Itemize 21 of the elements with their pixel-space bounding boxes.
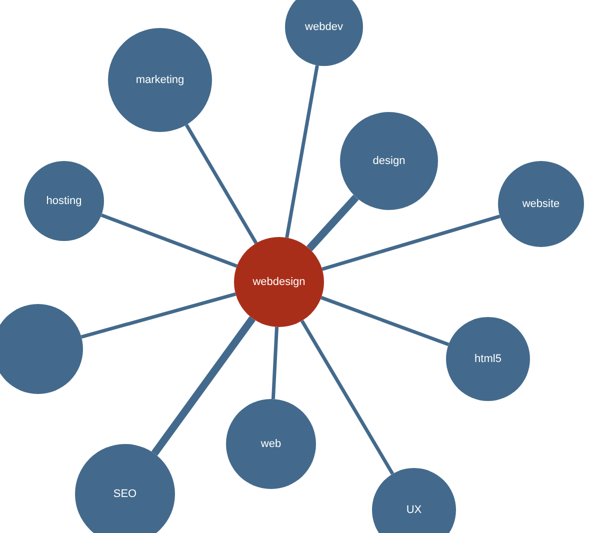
connector-line <box>322 214 500 271</box>
node-label: SEO <box>113 488 137 500</box>
node-label: webdev <box>305 21 343 33</box>
connector-line <box>271 326 279 400</box>
connector-line <box>306 194 359 252</box>
node-label: UX <box>406 504 422 516</box>
connector-line <box>285 65 319 238</box>
connector-line <box>320 296 450 346</box>
node-label: html5 <box>474 353 502 365</box>
node-label: marketing <box>136 74 184 86</box>
node-label: hosting <box>46 195 82 207</box>
connector-line <box>184 124 258 244</box>
connector-line <box>80 292 236 339</box>
node-label: design <box>372 155 406 167</box>
connector-line <box>300 320 394 475</box>
node-label: website <box>522 198 560 210</box>
topic-circle <box>372 468 456 533</box>
node-label: webdesign <box>252 276 306 288</box>
connector-line <box>151 316 256 456</box>
node-label: web <box>260 438 282 450</box>
connector-line <box>100 213 238 268</box>
